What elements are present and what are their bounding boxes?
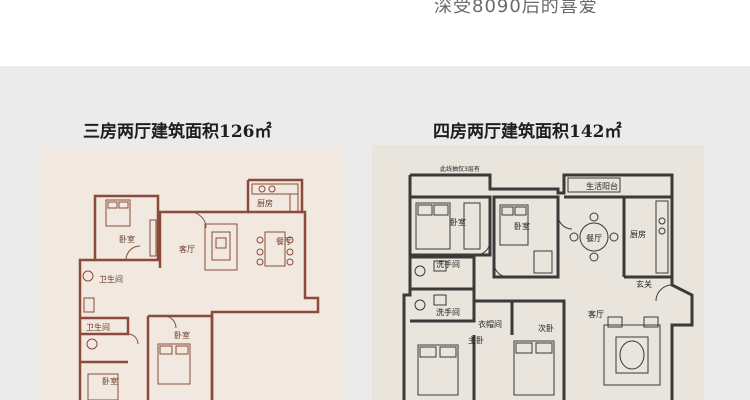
plan-title-3-bedroom: 三房两厅建筑面积126㎡ <box>83 122 272 142</box>
label-master-bedroom: 主卧 <box>468 335 484 345</box>
outer-wall-left <box>78 258 95 400</box>
label-bedroom-1: 卧室 <box>450 217 466 227</box>
bedroom-1-walls <box>410 195 492 257</box>
label-kitchen: 厨房 <box>257 198 273 208</box>
bedroom-2-walls <box>492 195 560 279</box>
label-bath-1: 卫生间 <box>99 274 123 284</box>
label-dining: 餐厅 <box>586 234 602 243</box>
label-second-bedroom: 次卧 <box>538 323 554 333</box>
outer-wall <box>410 173 694 400</box>
cloakroom-walls <box>474 299 566 400</box>
floorplan-3-bedroom: 厨房 卧室 客厅 餐厅 卫生间 卫生间 卧室 卧室 <box>40 148 343 400</box>
label-cloakroom: 衣帽间 <box>478 319 502 329</box>
floorplan-3-bedroom-drawing: 厨房 卧室 客厅 餐厅 卫生间 卫生间 卧室 卧室 <box>78 178 320 400</box>
label-bedroom-bottom: 卧室 <box>102 376 118 386</box>
bath-walls <box>80 316 130 336</box>
floorplan-4-bedroom-drawing: 此线抽仅3层有 生活阳台 卧室 卧室 餐厅 厨房 洗手间 洗手间 玄关 衣帽间 … <box>402 165 694 400</box>
bedroom-mid-walls <box>148 314 214 400</box>
label-bedroom-mid: 卧室 <box>174 330 190 340</box>
label-balcony: 生活阳台 <box>586 181 618 191</box>
label-bath-2: 卫生间 <box>86 322 110 332</box>
plan-title-4-bedroom: 四房两厅建筑面积142㎡ <box>433 122 622 142</box>
label-living: 客厅 <box>588 309 604 319</box>
note-third-floor: 此线抽仅3层有 <box>440 165 480 173</box>
label-bedroom-top: 卧室 <box>119 234 135 244</box>
bedroom-top-walls <box>93 194 160 262</box>
label-washroom-2: 洗手间 <box>436 307 460 317</box>
floorplan-4-bedroom: 此线抽仅3层有 生活阳台 卧室 卧室 餐厅 厨房 洗手间 洗手间 玄关 衣帽间 … <box>372 145 704 400</box>
label-bedroom-2: 卧室 <box>514 221 530 231</box>
label-entrance: 玄关 <box>636 279 652 289</box>
label-kitchen: 厨房 <box>630 229 646 239</box>
outer-wall-top <box>158 180 250 268</box>
label-washroom-1: 洗手间 <box>436 259 460 269</box>
top-band: 深受8090后的喜爱 <box>0 0 750 66</box>
outer-wall-right <box>210 178 320 400</box>
label-living: 客厅 <box>179 244 195 254</box>
label-dining: 餐厅 <box>276 237 292 246</box>
tagline: 深受8090后的喜爱 <box>434 0 598 17</box>
